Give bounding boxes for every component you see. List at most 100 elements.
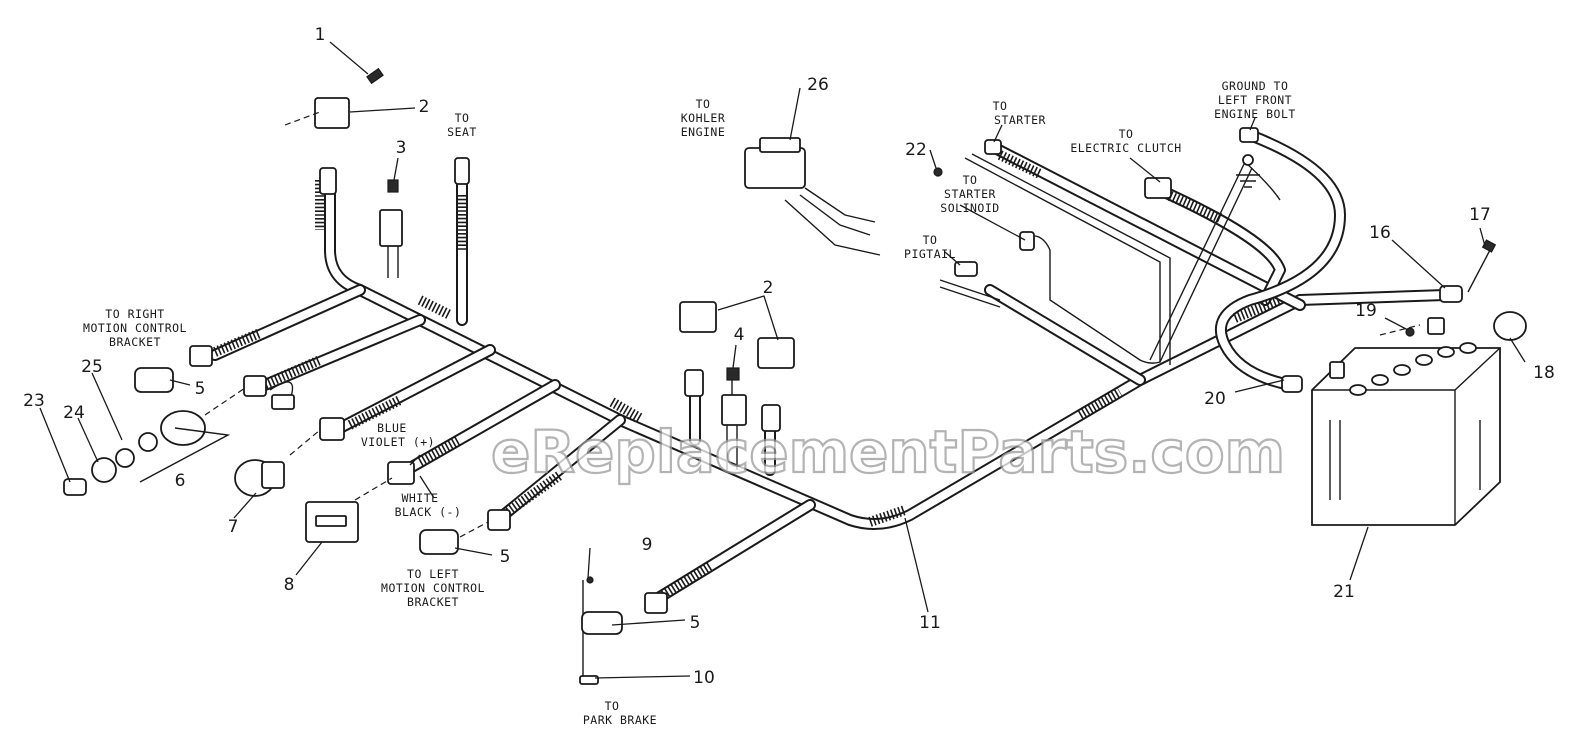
callout-10: 10 (693, 668, 715, 688)
callout-16: 16 (1369, 223, 1391, 243)
svg-text:BRACKET: BRACKET (109, 335, 161, 349)
callout-5-right: 5 (195, 379, 206, 399)
svg-text:SOLINOID: SOLINOID (940, 201, 999, 215)
callout-5-left: 5 (500, 547, 511, 567)
callout-19: 19 (1355, 301, 1377, 321)
callout-2-top: 2 (419, 97, 430, 117)
svg-text:PARK BRAKE: PARK BRAKE (583, 713, 657, 727)
note-ground: GROUND TO LEFT FRONT ENGINE BOLT (1214, 79, 1296, 121)
note-right-motion-bracket: TO RIGHT MOTION CONTROL BRACKET (83, 307, 186, 349)
nut-25 (115, 448, 135, 468)
nut-22 (933, 167, 943, 177)
callout-11: 11 (919, 613, 941, 633)
svg-text:TO: TO (923, 233, 938, 247)
watermark: eReplacementParts.com (491, 418, 1285, 486)
svg-text:TO: TO (993, 99, 1008, 113)
connector-left-motion (487, 509, 511, 531)
callout-numbers: 1 2 3 2 4 5 5 5 6 7 8 9 10 11 16 17 18 1… (23, 25, 1555, 688)
callout-23: 23 (23, 391, 45, 411)
svg-text:TO: TO (605, 699, 620, 713)
cable-end-16 (1439, 285, 1463, 303)
terminal-cover-18 (1493, 311, 1527, 341)
svg-text:TO: TO (455, 111, 470, 125)
switch-5a (134, 367, 174, 393)
callout-20: 20 (1204, 389, 1226, 409)
screw-9 (586, 576, 594, 584)
connector-top-left (319, 167, 337, 195)
clutch-connector (1144, 177, 1172, 199)
svg-text:KOHLER: KOHLER (681, 111, 726, 125)
callout-25: 25 (81, 357, 103, 377)
note-to-seat: TO SEAT (447, 111, 477, 139)
relay-2b (757, 337, 795, 369)
callout-9: 9 (642, 535, 653, 555)
starter-terminal (984, 139, 1002, 155)
svg-text:TO: TO (963, 173, 978, 187)
note-white-black: WHITE BLACK (-) (395, 491, 462, 519)
svg-text:SEAT: SEAT (447, 125, 477, 139)
screw-1 (366, 67, 384, 85)
svg-text:STARTER: STARTER (994, 113, 1046, 127)
bezel-24 (91, 457, 117, 483)
note-to-pigtail: TO PIGTAIL (904, 233, 956, 261)
svg-text:ENGINE BOLT: ENGINE BOLT (1214, 107, 1296, 121)
battery-21 (1311, 317, 1501, 526)
relay-2a (679, 301, 717, 333)
bracket-10 (579, 675, 599, 685)
callout-17: 17 (1469, 205, 1491, 225)
connector-aux (271, 394, 295, 410)
svg-text:VIOLET (+): VIOLET (+) (361, 435, 435, 449)
relay-socket-b (761, 404, 781, 432)
ground-terminal (1239, 127, 1259, 143)
connector-7 (319, 417, 345, 441)
note-to-starter-solenoid: TO STARTER SOLINOID (940, 173, 999, 215)
callout-5-brake: 5 (690, 613, 701, 633)
leader-lines (39, 41, 1526, 679)
connector-ignition (243, 375, 267, 397)
svg-text:BLACK (-): BLACK (-) (395, 505, 462, 519)
diode-4 (726, 367, 740, 381)
callout-1: 1 (315, 25, 326, 45)
svg-text:TO: TO (1119, 127, 1134, 141)
switch-5b (419, 529, 459, 555)
assembly-lines (139, 111, 1421, 538)
thin-wires (269, 153, 1281, 680)
note-park-brake: TO PARK BRAKE (583, 699, 657, 727)
callout-24: 24 (63, 403, 85, 423)
callout-7: 7 (228, 517, 239, 537)
relay-socket-a (684, 369, 704, 397)
svg-text:BLUE: BLUE (377, 421, 407, 435)
svg-text:LEFT FRONT: LEFT FRONT (1218, 93, 1292, 107)
engine-connector-26 (744, 147, 806, 189)
wire-notes: TO SEAT TO KOHLER ENGINE TO STARTER TO E… (83, 79, 1296, 727)
connector-seat (454, 157, 470, 185)
callout-3: 3 (396, 138, 407, 158)
callout-18: 18 (1533, 363, 1555, 383)
svg-text:GROUND TO: GROUND TO (1222, 79, 1289, 93)
solenoid-terminal (1019, 231, 1035, 251)
ignition-switch-6 (160, 410, 206, 446)
svg-text:PIGTAIL: PIGTAIL (904, 247, 956, 261)
callout-26: 26 (807, 75, 829, 95)
switch-5c (581, 611, 623, 635)
callout-21: 21 (1333, 582, 1355, 602)
svg-text:ENGINE: ENGINE (681, 125, 726, 139)
svg-text:ELECTRIC CLUTCH: ELECTRIC CLUTCH (1070, 141, 1181, 155)
note-to-kohler-engine: TO KOHLER ENGINE (681, 97, 726, 139)
note-to-starter: TO STARTER (993, 99, 1046, 127)
diode-connector (379, 209, 403, 247)
callout-2-center: 2 (763, 278, 774, 298)
relay-2-top (314, 97, 350, 129)
svg-text:TO RIGHT: TO RIGHT (105, 307, 164, 321)
callout-22: 22 (905, 140, 927, 160)
diode-socket-4 (721, 394, 747, 426)
svg-text:WHITE: WHITE (401, 491, 438, 505)
note-blue-violet: BLUE VIOLET (+) (361, 421, 435, 449)
callout-4: 4 (734, 325, 745, 345)
key-23 (63, 478, 87, 496)
connector-right-motion (189, 345, 213, 367)
main-harness (209, 129, 1451, 606)
connector-park-brake (644, 592, 668, 614)
svg-text:STARTER: STARTER (944, 187, 996, 201)
